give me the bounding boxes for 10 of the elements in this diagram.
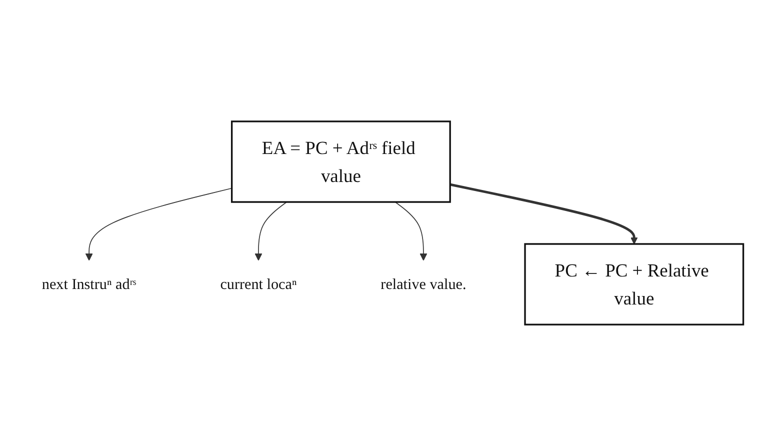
arrow — [85, 187, 232, 260]
node-box — [230, 120, 451, 202]
node-text: current locaⁿ — [220, 274, 297, 292]
arrow — [394, 201, 428, 260]
arrow — [254, 201, 288, 260]
flowchart-drawing: EA = PC + Adʳˢ field value next Instruⁿ adʳˢ current locaⁿ relative value. PC ← PC + Relative value — [10, 8, 750, 438]
node-box — [524, 242, 744, 325]
arrow — [450, 182, 638, 244]
node-text: relative value. — [380, 274, 466, 292]
node-text: next Instruⁿ adʳˢ — [42, 274, 136, 292]
